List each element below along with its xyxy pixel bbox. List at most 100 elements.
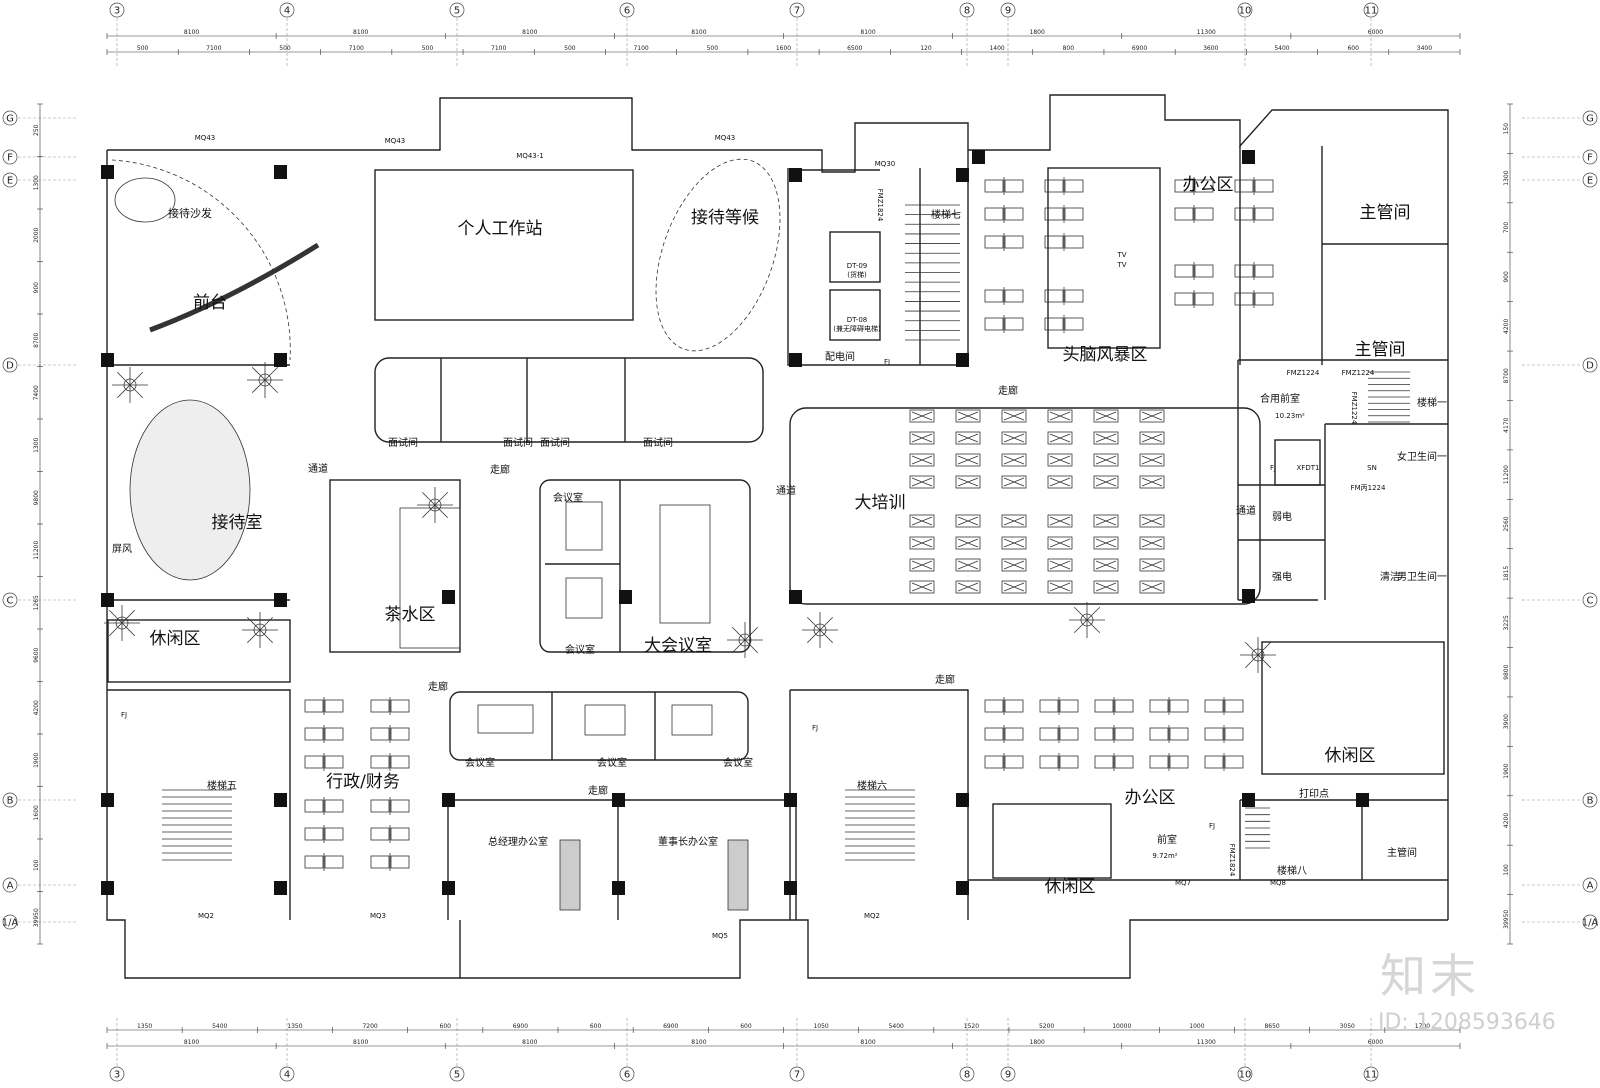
svg-text:6: 6 (624, 1070, 630, 1081)
svg-text:7: 7 (794, 1070, 800, 1081)
dim-label: 1600 (33, 805, 40, 820)
column-0 (101, 165, 114, 179)
column-9 (789, 168, 802, 182)
axis-col-4: 4 (279, 2, 295, 18)
axis-col-6: 6 (619, 1066, 635, 1082)
room-label-corridor-top: 走廊 (998, 384, 1018, 397)
dim-label: 500 (422, 45, 434, 52)
dim-label: 8100 (353, 29, 368, 36)
elevator-dt09 (829, 231, 881, 283)
watermark-brand: 知末 (1380, 949, 1480, 1003)
dim-label: 7200 (362, 1023, 377, 1030)
column-24 (956, 881, 969, 895)
axis-row-G: G (1582, 110, 1598, 126)
room-label-weak-elec: 弱电 (1272, 510, 1292, 523)
svg-text:G: G (1586, 114, 1594, 125)
column-18 (101, 881, 114, 895)
room-label-leisure3: 休闲区 (1045, 877, 1096, 897)
svg-text:4: 4 (284, 1070, 290, 1081)
room-label-tea-area: 茶水区 (385, 605, 436, 625)
dim-label: 6500 (847, 45, 862, 52)
dim-label: 6900 (663, 1023, 678, 1030)
dim-label: 5400 (212, 1023, 227, 1030)
room-label-stair1: 楼梯一 (1417, 396, 1447, 409)
gm-desk (559, 839, 581, 911)
column-19 (274, 881, 287, 895)
desks-bottom (984, 697, 1244, 771)
svg-text:11: 11 (1365, 1070, 1378, 1081)
room-label-interview2: 面试间 (503, 436, 533, 449)
svg-text:10: 10 (1239, 1070, 1252, 1081)
dim-label: 900 (33, 282, 40, 294)
room-label-print-point: 打印点 (1299, 787, 1329, 800)
axis-col-9: 9 (1000, 1066, 1016, 1082)
wall-15 (790, 689, 969, 920)
dim-label: 7400 (33, 385, 40, 400)
stair6-steps (845, 789, 915, 861)
column-27 (442, 881, 455, 895)
axis-col-5: 5 (449, 1066, 465, 1082)
column-2 (101, 353, 114, 367)
room-label-corridor2: 走廊 (428, 680, 448, 693)
column-20 (442, 793, 455, 807)
plant-6 (802, 612, 838, 648)
room-outline-2 (789, 407, 1261, 605)
room-label-stair8: 楼梯八 (1277, 864, 1307, 877)
svg-text:D: D (6, 361, 14, 372)
dim-label: 1350 (287, 1023, 302, 1030)
code-label-dt08-sub: (兼无障碍电梯) (833, 324, 881, 333)
room-label-passage-mid: 通道 (776, 484, 796, 497)
svg-text:B: B (1587, 796, 1594, 807)
column-17 (274, 793, 287, 807)
svg-text:10: 10 (1239, 6, 1252, 17)
svg-text:1/A: 1/A (1582, 918, 1599, 929)
dim-label: 9600 (33, 647, 40, 662)
dim-label: 3050 (1340, 1023, 1355, 1030)
dim-label: 6900 (1132, 45, 1147, 52)
svg-text:B: B (7, 796, 14, 807)
svg-text:C: C (1587, 596, 1594, 607)
dim-label: 600 (590, 1023, 602, 1030)
meeting-row-table-2 (584, 704, 626, 736)
elevator-dt08 (829, 289, 881, 341)
room-label-corridor3: 走廊 (935, 673, 955, 686)
room-label-corridor1: 走廊 (490, 463, 510, 476)
tea-counter (399, 507, 461, 649)
code-label-fj1: FJ (884, 358, 890, 366)
svg-text:G: G (6, 114, 14, 125)
walls (106, 94, 1449, 979)
axis-col-8: 8 (959, 1066, 975, 1082)
room-label-passage-left: 通道 (308, 462, 328, 475)
dim-label: 500 (564, 45, 576, 52)
axis-col-5: 5 (449, 2, 465, 18)
svg-text:6: 6 (624, 6, 630, 17)
code-label-fmz1224-a: FMZ1224 (1287, 369, 1320, 377)
code-label-fmz1224-d: FM丙1224 (1351, 484, 1386, 492)
room-labels: 接待沙发前台个人工作站接待等候楼梯七办公区主管间主管间头脑风暴区配电间面试间面试… (112, 175, 1447, 897)
dim-label: 5400 (889, 1023, 904, 1030)
room-label-front-desk: 前台 (193, 293, 227, 313)
code-label-mq43-c: MQ43 (715, 134, 735, 142)
dim-label: 1900 (1503, 763, 1510, 778)
room-outline-9 (992, 803, 1112, 879)
axis-col-7: 7 (789, 2, 805, 18)
axis-col-10: 10 (1237, 2, 1253, 18)
room-label-screen: 屏风 (112, 543, 132, 555)
dim-label: 8100 (860, 29, 875, 36)
dim-label: 1350 (137, 1023, 152, 1030)
column-26 (612, 881, 625, 895)
column-15 (972, 150, 985, 164)
dim-label: 8700 (33, 332, 40, 347)
training-seats (909, 409, 1165, 594)
room-label-leisure2: 休闲区 (1325, 746, 1376, 766)
axis-col-4: 4 (279, 1066, 295, 1082)
room-label-interview3: 面试间 (540, 436, 570, 449)
dim-label: 1050 (813, 1023, 828, 1030)
column-13 (1242, 150, 1255, 164)
svg-text:D: D (1586, 361, 1594, 372)
dim-label: 1800 (1030, 1039, 1045, 1046)
column-10 (956, 168, 969, 182)
axis-row-D: D (2, 357, 18, 373)
svg-text:F: F (1587, 153, 1593, 164)
